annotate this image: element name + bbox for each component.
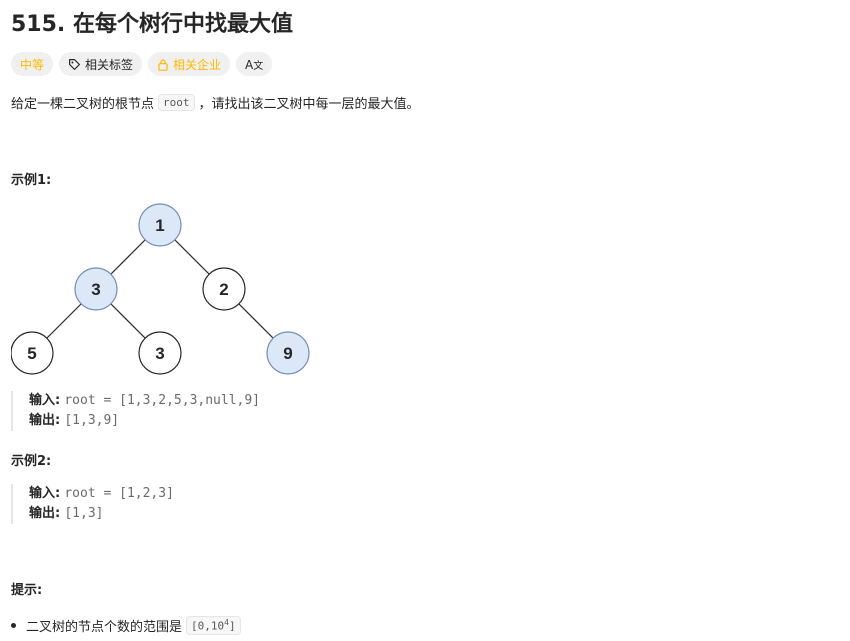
tree-node-circle xyxy=(74,267,118,311)
example1-heading: 示例1: xyxy=(11,173,52,188)
related-tags-label: 相关标签 xyxy=(85,57,134,72)
problem-title: 515. 在每个树行中找最大值 xyxy=(11,12,293,37)
output-label: 输出: xyxy=(29,506,61,521)
hint-code-end: ] xyxy=(228,619,236,633)
difficulty-label: 中等 xyxy=(20,57,45,72)
example2-io-block: 输入: root = [1,2,3] 输出: [1,3] xyxy=(11,484,174,524)
tag-bar: 中等 相关标签 相关企业 A文 xyxy=(11,52,273,76)
tree-node-label: 3 xyxy=(91,280,100,299)
example2-output-row: 输出: [1,3] xyxy=(29,504,174,524)
tree-node-circle xyxy=(202,267,246,311)
input-label: 输入: xyxy=(29,393,61,408)
translate-button[interactable]: A文 xyxy=(236,52,273,76)
tree-node-circle xyxy=(11,331,54,375)
statement-code-root: root xyxy=(158,94,195,111)
related-tags-button[interactable]: 相关标签 xyxy=(59,52,143,76)
input-value: root = [1,3,2,5,3,null,9] xyxy=(64,393,261,408)
hint-list-item: 二叉树的节点个数的范围是 [0,104] xyxy=(11,616,245,635)
tree-node-label: 3 xyxy=(155,344,164,363)
tree-node-label: 9 xyxy=(283,344,292,363)
output-label: 输出: xyxy=(29,413,61,428)
input-label: 输入: xyxy=(29,486,61,501)
hint-code-exponent: 4 xyxy=(224,618,229,628)
example1-output-row: 输出: [1,3,9] xyxy=(29,411,260,431)
difficulty-badge: 中等 xyxy=(11,52,54,76)
tree-node-label: 1 xyxy=(155,216,164,235)
example2-input-row: 输入: root = [1,2,3] xyxy=(29,484,174,504)
lock-icon xyxy=(157,58,169,71)
example1-io-block: 输入: root = [1,3,2,5,3,null,9] 输出: [1,3,9… xyxy=(11,391,260,431)
statement-text-after: ，请找出该二叉树中每一层的最大值。 xyxy=(198,97,420,112)
related-companies-button[interactable]: 相关企业 xyxy=(148,52,231,76)
translate-icon: A文 xyxy=(245,57,264,72)
hint-text: 二叉树的节点个数的范围是 xyxy=(26,620,183,635)
output-value: [1,3] xyxy=(64,506,104,521)
tree-node-circle xyxy=(138,203,182,247)
tag-icon xyxy=(68,58,81,71)
example1-tree-diagram: 1 3 2 5 3 9 xyxy=(11,203,310,375)
tree-node-circle xyxy=(266,331,310,375)
input-value: root = [1,2,3] xyxy=(64,486,174,501)
related-companies-label: 相关企业 xyxy=(173,57,222,72)
bullet-icon xyxy=(11,623,16,628)
hint-code: [0,104] xyxy=(186,616,241,635)
tree-node-circle xyxy=(138,331,182,375)
tree-node-label: 5 xyxy=(27,344,36,363)
output-value: [1,3,9] xyxy=(64,413,120,428)
statement-text-before: 给定一棵二叉树的根节点 xyxy=(11,97,155,112)
hint-code-base: [0,10 xyxy=(191,619,225,633)
hints-heading: 提示: xyxy=(11,583,43,598)
example2-heading: 示例2: xyxy=(11,454,52,469)
problem-statement: 给定一棵二叉树的根节点 root ，请找出该二叉树中每一层的最大值。 xyxy=(11,93,420,112)
tree-node-label: 2 xyxy=(219,280,228,299)
example1-input-row: 输入: root = [1,3,2,5,3,null,9] xyxy=(29,391,260,411)
